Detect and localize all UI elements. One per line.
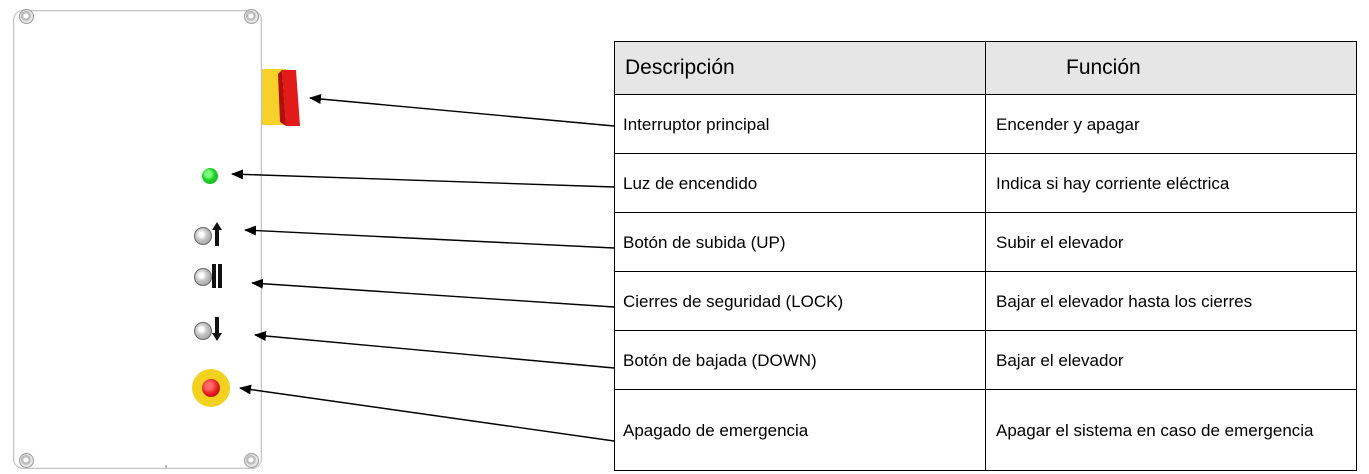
table-row: Luz de encendido Indica si hay corriente… — [614, 153, 1357, 213]
arrow-power-lamp — [231, 169, 615, 188]
main-switch-lever-icon — [278, 70, 300, 126]
table-row: Interruptor principal Encender y apagar — [614, 94, 1357, 154]
arrow-emergency-stop — [239, 384, 615, 442]
function-cell: Indica si hay corriente eléctrica — [985, 153, 1357, 213]
description-cell: Interruptor principal — [614, 94, 986, 154]
arrow-lock-button — [251, 278, 615, 308]
down-button-icon — [194, 322, 212, 340]
screw-icon — [244, 9, 259, 24]
power-lamp-icon — [202, 168, 218, 184]
screw-icon — [19, 453, 34, 468]
function-cell: Subir el elevador — [985, 212, 1357, 272]
lock-button-icon — [194, 268, 212, 286]
screw-icon — [244, 453, 259, 468]
controls-table: Descripción Función Interruptor principa… — [614, 41, 1357, 471]
panel-mark — [165, 465, 167, 469]
function-cell: Bajar el elevador hasta los cierres — [985, 271, 1357, 331]
up-button-icon — [194, 227, 212, 245]
description-cell: Botón de bajada (DOWN) — [614, 330, 986, 390]
header-function: Función — [985, 41, 1357, 95]
table-row: Apagado de emergencia Apagar el sistema … — [614, 389, 1357, 471]
emergency-stop-head-icon — [202, 379, 220, 397]
arrow-down-button — [254, 331, 615, 369]
function-cell: Apagar el sistema en caso de emergencia — [985, 389, 1357, 471]
screw-icon — [19, 9, 34, 24]
arrow-main-switch — [309, 94, 615, 127]
description-cell: Apagado de emergencia — [614, 389, 986, 471]
down-arrow-glyph-icon — [212, 317, 222, 341]
up-arrow-glyph-icon — [212, 222, 222, 246]
table-row: Cierres de seguridad (LOCK) Bajar el ele… — [614, 271, 1357, 331]
lock-glyph-icon — [212, 264, 222, 288]
function-cell: Encender y apagar — [985, 94, 1357, 154]
description-cell: Cierres de seguridad (LOCK) — [614, 271, 986, 331]
table-row: Botón de subida (UP) Subir el elevador — [614, 212, 1357, 272]
description-cell: Luz de encendido — [614, 153, 986, 213]
table-header-row: Descripción Función — [614, 41, 1357, 95]
function-cell: Bajar el elevador — [985, 330, 1357, 390]
header-description: Descripción — [614, 41, 986, 95]
table-row: Botón de bajada (DOWN) Bajar el elevador — [614, 330, 1357, 390]
description-cell: Botón de subida (UP) — [614, 212, 986, 272]
arrow-up-button — [244, 225, 615, 249]
